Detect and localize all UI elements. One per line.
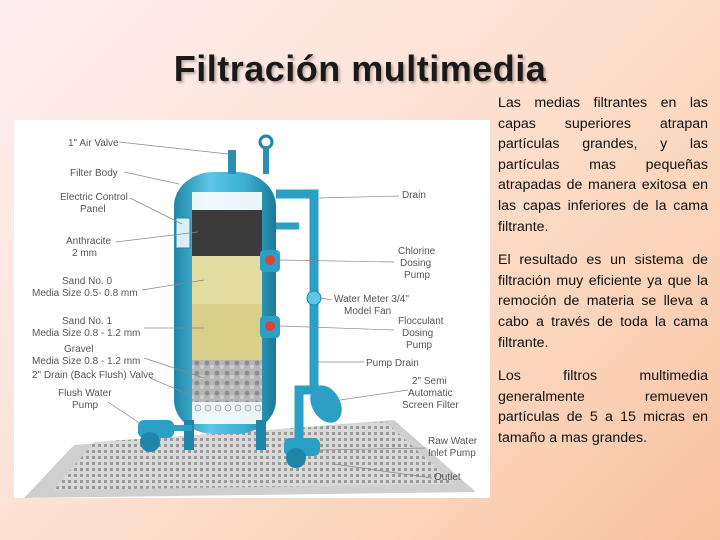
label-flush-1: Flush Water xyxy=(58,388,112,399)
drain-pipe xyxy=(276,189,319,340)
air-valve xyxy=(228,150,236,174)
label-sand1-2: Media Size 0.8 - 1.2 mm xyxy=(32,328,140,339)
label-sand1-1: Sand No. 1 xyxy=(62,316,112,327)
label-chlorine-1: Chlorine xyxy=(398,246,436,257)
flush-water-pump xyxy=(138,420,174,452)
label-floc-1: Flocculant xyxy=(398,316,444,327)
label-gravel-1: Gravel xyxy=(64,344,93,355)
label-meter-2: Model Fan xyxy=(344,306,391,317)
label-gravel-2: Media Size 0.8 - 1.2 mm xyxy=(32,356,140,367)
side-pipe xyxy=(294,340,319,440)
label-control-panel-2: Panel xyxy=(80,204,106,215)
label-screen-1: 2" Semi xyxy=(412,376,447,387)
label-floc-2: Dosing xyxy=(402,328,433,339)
filter-diagram-svg: 1" Air Valve Filter Body Electric Contro… xyxy=(24,134,478,498)
label-anthracite-2: 2 mm xyxy=(72,248,97,259)
label-drain: Drain xyxy=(402,190,426,201)
paragraph-2: El resultado es un sistema de filtración… xyxy=(498,252,708,351)
label-drain-back: 2" Drain (Back Flush) Valve xyxy=(32,370,154,381)
nozzle-plate xyxy=(194,404,262,412)
filter-diagram: 1" Air Valve Filter Body Electric Contro… xyxy=(14,120,490,498)
gravel-layer xyxy=(192,360,262,402)
screen-filter xyxy=(310,385,342,423)
water-meter xyxy=(306,290,322,306)
paragraph-1: Las medias filtrantes en las capas super… xyxy=(498,95,708,235)
sand-coarse-layer xyxy=(192,304,262,360)
label-screen-2: Automatic xyxy=(408,388,452,399)
floor-grate xyxy=(54,422,454,490)
tank-leg-right xyxy=(256,420,266,450)
anthracite-layer xyxy=(192,210,262,256)
description-text: Las medias filtrantes en las capas super… xyxy=(498,93,708,462)
label-floc-3: Pump xyxy=(406,340,433,351)
label-outlet: Outlet xyxy=(434,472,461,483)
label-anthracite-1: Anthracite xyxy=(66,236,111,247)
label-meter-1: Water Meter 3/4" xyxy=(334,294,409,305)
label-sand0-2: Media Size 0.5- 0.8 mm xyxy=(32,288,138,299)
label-raw-2: Inlet Pump xyxy=(428,448,476,459)
label-air-valve: 1" Air Valve xyxy=(68,138,119,149)
label-sand0-1: Sand No. 0 xyxy=(62,276,112,287)
label-pump-drain: Pump Drain xyxy=(366,358,419,369)
page-title: Filtración multimedia xyxy=(173,48,547,89)
label-flush-2: Pump xyxy=(72,400,99,411)
label-screen-3: Screen Filter xyxy=(402,400,459,411)
tank-leg-left xyxy=(184,420,194,450)
label-filter-body: Filter Body xyxy=(70,168,118,179)
paragraph-3: Los filtros multimedia generalmente remu… xyxy=(498,368,708,446)
label-raw-1: Raw Water xyxy=(428,436,478,447)
label-control-panel-1: Electric Control xyxy=(60,192,128,203)
raw-water-pump xyxy=(284,438,320,468)
label-chlorine-2: Dosing xyxy=(400,258,431,269)
label-chlorine-3: Pump xyxy=(404,270,431,281)
